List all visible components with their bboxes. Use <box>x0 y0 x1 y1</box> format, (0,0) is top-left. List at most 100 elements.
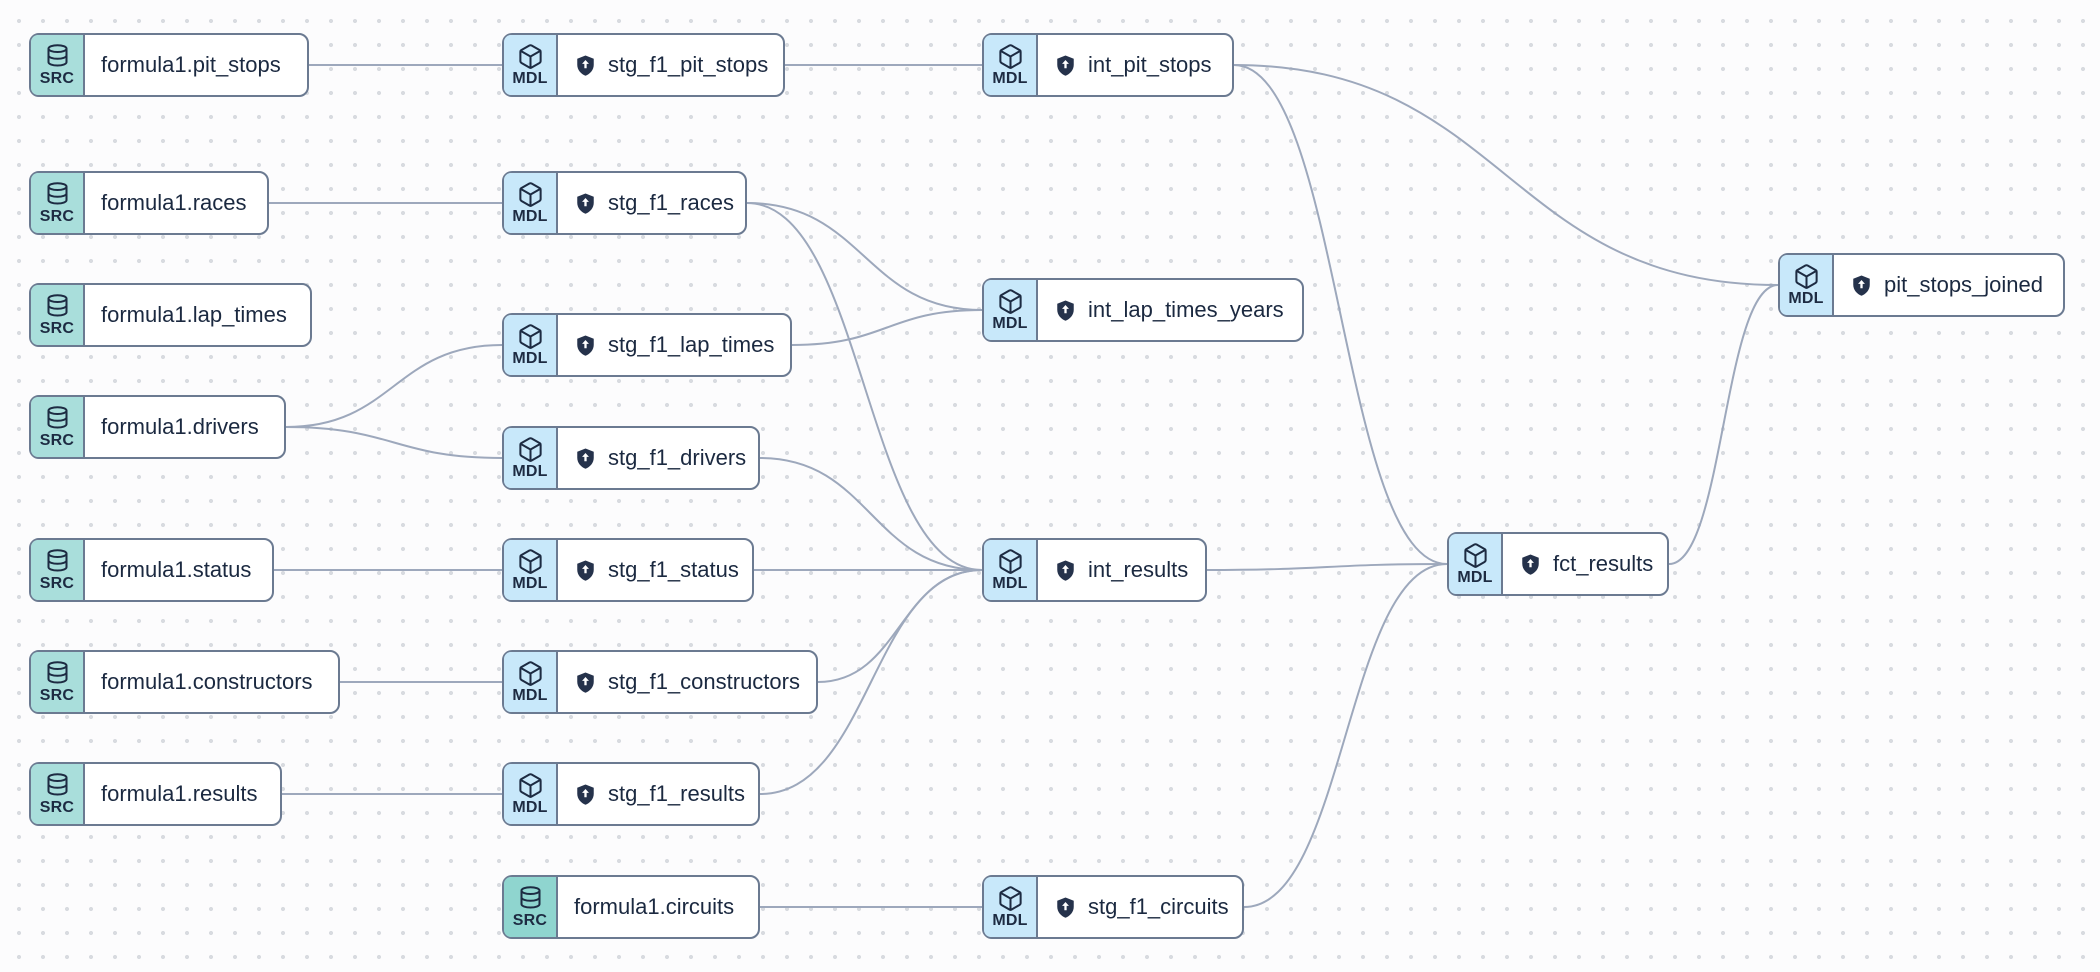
node-stg_f1_drivers[interactable]: MDL stg_f1_drivers <box>502 426 760 490</box>
node-stg_f1_races[interactable]: MDL stg_f1_races <box>502 171 747 235</box>
node-body: formula1.status <box>85 540 272 600</box>
model-badge: MDL <box>1449 534 1503 594</box>
node-label: stg_f1_results <box>608 781 745 806</box>
edge-int_pit_stops--pit_stops_joined <box>1233 64 1779 286</box>
package-icon <box>1794 264 1818 289</box>
node-stg_f1_circuits[interactable]: MDL stg_f1_circuits <box>982 875 1244 939</box>
node-label: stg_f1_circuits <box>1088 894 1229 919</box>
node-body: stg_f1_constructors <box>558 652 818 712</box>
badge-label: MDL <box>1457 569 1493 586</box>
edge-stg_f1_results--int_results <box>759 569 983 795</box>
node-stg_f1_constructors[interactable]: MDL stg_f1_constructors <box>502 650 818 714</box>
badge-label: SRC <box>39 575 75 592</box>
database-icon <box>46 661 68 684</box>
edge-stg_f1_races--int_results <box>746 202 983 571</box>
node-label: formula1.lap_times <box>101 302 287 327</box>
edge-src_drivers--stg_f1_lap_times <box>285 344 503 428</box>
node-src_races[interactable]: SRC formula1.races <box>29 171 269 235</box>
database-icon <box>46 549 68 572</box>
shield-marker <box>574 671 597 694</box>
badge-label: MDL <box>992 70 1028 87</box>
edge-stg_f1_circuits--fct_results <box>1243 563 1448 908</box>
shield-marker <box>1054 896 1077 919</box>
node-body: formula1.constructors <box>85 652 338 712</box>
node-body: int_lap_times_years <box>1038 280 1302 340</box>
model-badge: MDL <box>984 540 1038 600</box>
node-body: formula1.races <box>85 173 267 233</box>
edge-stg_f1_races--int_lap_times_years <box>746 202 983 311</box>
shield-marker <box>574 334 597 357</box>
package-icon <box>518 44 542 69</box>
shield-marker <box>574 559 597 582</box>
source-badge: SRC <box>31 764 85 824</box>
node-body: formula1.circuits <box>558 877 758 937</box>
node-label: stg_f1_races <box>608 190 734 215</box>
node-body: stg_f1_pit_stops <box>558 35 786 95</box>
shield-up-arrow-icon <box>1057 300 1074 321</box>
database-icon <box>46 294 68 317</box>
package-icon <box>518 437 542 462</box>
node-int_lap_times_years[interactable]: MDL int_lap_times_years <box>982 278 1304 342</box>
node-body: formula1.results <box>85 764 280 824</box>
database-icon <box>46 182 68 205</box>
shield-up-arrow-icon <box>1057 897 1074 918</box>
node-int_pit_stops[interactable]: MDL int_pit_stops <box>982 33 1234 97</box>
node-src_status[interactable]: SRC formula1.status <box>29 538 274 602</box>
node-fct_results[interactable]: MDL fct_results <box>1447 532 1669 596</box>
badge-label: MDL <box>512 463 548 480</box>
badge-label: MDL <box>992 912 1028 929</box>
node-body: stg_f1_results <box>558 764 763 824</box>
node-body: int_results <box>1038 540 1206 600</box>
node-int_results[interactable]: MDL int_results <box>982 538 1207 602</box>
shield-marker <box>1054 559 1077 582</box>
database-icon <box>46 773 68 796</box>
package-icon <box>1463 543 1487 568</box>
node-label: stg_f1_drivers <box>608 445 747 470</box>
database-icon <box>46 44 68 67</box>
badge-label: MDL <box>512 687 548 704</box>
node-label: stg_f1_pit_stops <box>608 52 769 77</box>
node-label: pit_stops_joined <box>1884 272 2044 297</box>
node-body: formula1.drivers <box>85 397 284 457</box>
node-stg_f1_pit_stops[interactable]: MDL stg_f1_pit_stops <box>502 33 785 97</box>
node-label: int_pit_stops <box>1088 52 1212 77</box>
source-badge: SRC <box>31 173 85 233</box>
edge-stg_f1_drivers--int_results <box>759 457 983 571</box>
node-label: int_lap_times_years <box>1088 297 1284 322</box>
model-badge: MDL <box>504 35 558 95</box>
badge-label: MDL <box>992 315 1028 332</box>
node-label: formula1.races <box>101 190 247 215</box>
badge-label: MDL <box>512 70 548 87</box>
edge-int_results--fct_results <box>1206 563 1448 571</box>
edge-stg_f1_lap_times--int_lap_times_years <box>791 309 983 346</box>
model-badge: MDL <box>984 35 1038 95</box>
node-body: formula1.pit_stops <box>85 35 307 95</box>
badge-label: MDL <box>992 575 1028 592</box>
package-icon <box>998 44 1022 69</box>
shield-up-arrow-icon <box>577 560 594 581</box>
node-label: formula1.status <box>101 557 252 582</box>
node-label: fct_results <box>1553 551 1654 576</box>
model-badge: MDL <box>984 280 1038 340</box>
node-body: stg_f1_races <box>558 173 752 233</box>
node-body: fct_results <box>1503 534 1671 594</box>
source-badge: SRC <box>31 35 85 95</box>
package-icon <box>518 773 542 798</box>
model-badge: MDL <box>504 540 558 600</box>
badge-label: MDL <box>512 575 548 592</box>
model-badge: MDL <box>504 173 558 233</box>
source-badge: SRC <box>31 652 85 712</box>
node-body: stg_f1_lap_times <box>558 315 792 375</box>
package-icon <box>998 549 1022 574</box>
